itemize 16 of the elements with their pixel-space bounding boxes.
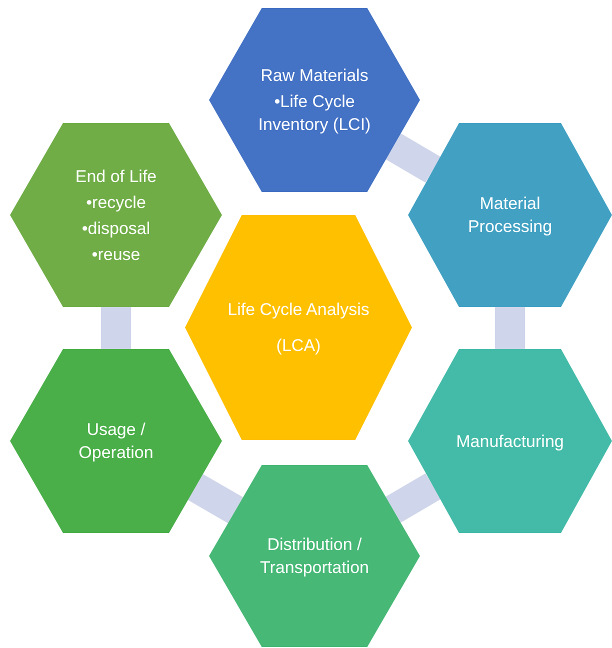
bullet-item: •recycle (85, 192, 147, 214)
connector-band (495, 307, 525, 349)
hexagon-title: Usage / Operation (78, 419, 154, 464)
connector-band (188, 474, 244, 524)
hexagon-title: Manufacturing (455, 430, 565, 452)
connector-band (101, 307, 131, 349)
hexagon-title: Material Processing (466, 193, 554, 238)
hexagon-title: End of Life (74, 166, 158, 188)
bullet-item: •disposal (80, 218, 152, 240)
bullet-item: •Life Cycle Inventory (LCI) (257, 91, 372, 136)
bullet-item: •reuse (90, 244, 142, 266)
hexagon-title: Raw Materials (260, 65, 370, 87)
connector-band (386, 473, 441, 523)
hexagon-title: Life Cycle Analysis (LCA) (226, 298, 370, 356)
hexagon-title: Distribution / Transportation (259, 534, 370, 579)
connector-band (386, 133, 441, 183)
